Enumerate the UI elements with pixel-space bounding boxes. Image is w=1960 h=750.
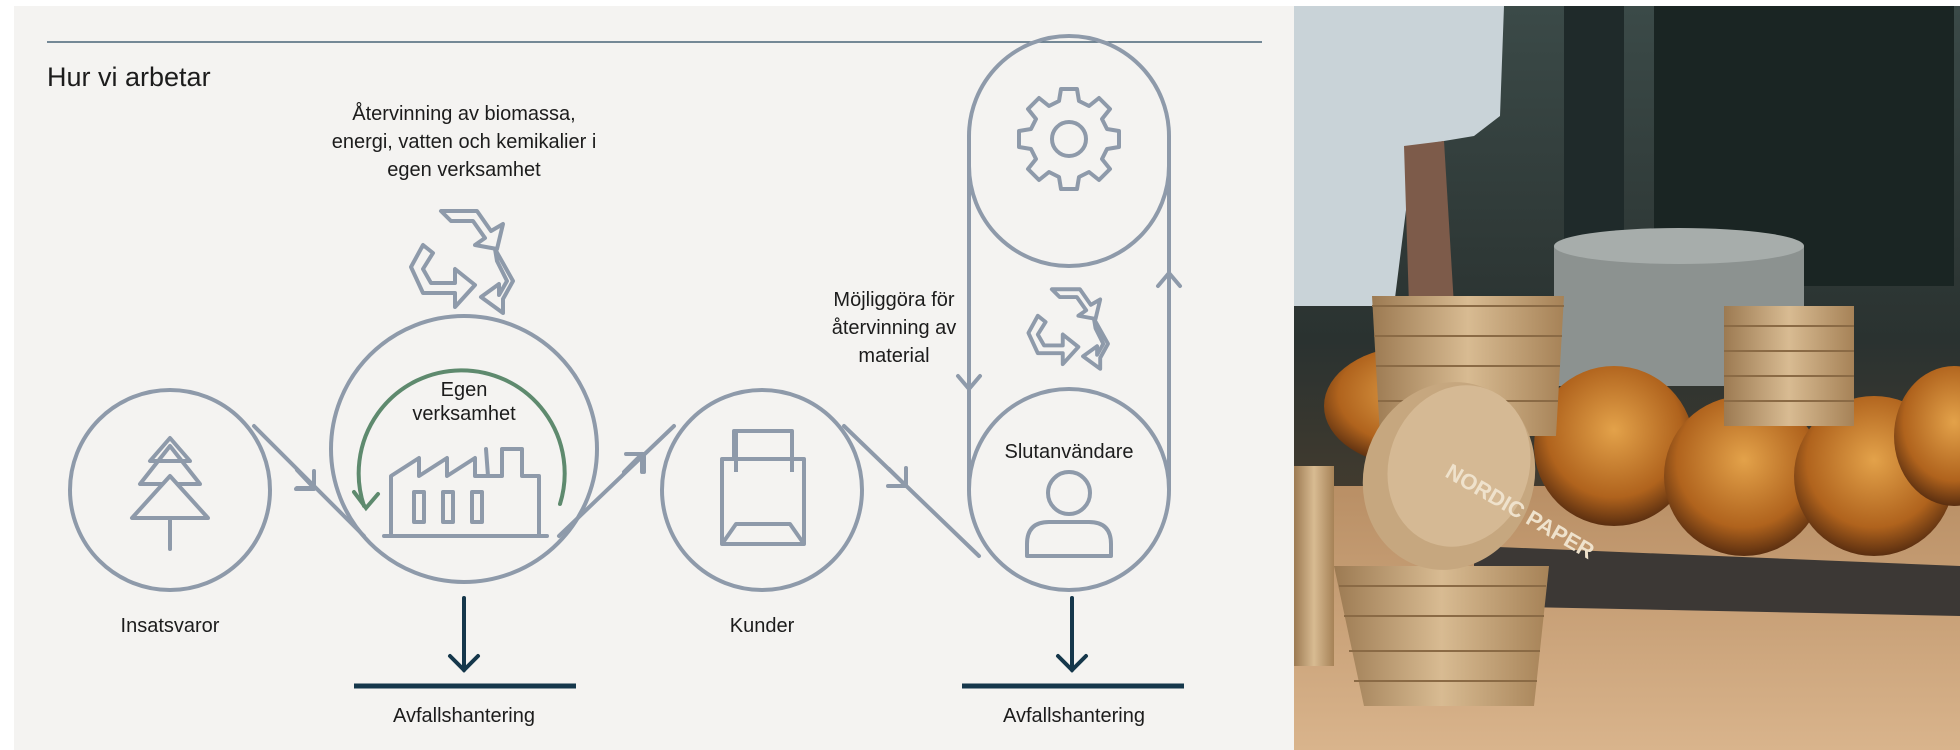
waste-arrow-2 [962, 596, 1184, 689]
person-icon [1025, 470, 1113, 558]
down-arrow-left [956, 374, 982, 391]
label-end-users: Slutanvändare [1004, 441, 1134, 463]
tree-icon [130, 436, 210, 551]
flow-line-2 [557, 424, 676, 538]
cycle-arrow-icon [352, 368, 567, 512]
up-arrow-right [1156, 271, 1182, 288]
flow-arrow-2b [624, 452, 646, 474]
recycle-icon-small [1026, 287, 1110, 371]
label-own-operations: Egen verksamhet [412, 379, 516, 425]
factory-icon [382, 447, 549, 538]
label-waste-2: Avfallshantering [1003, 705, 1145, 727]
label-waste-1: Avfallshantering [393, 705, 535, 727]
flow-arrow-3 [887, 467, 908, 488]
inputs-circle [68, 388, 272, 592]
flow-arrow-1b [294, 469, 316, 491]
end-user-stadium [967, 34, 1171, 592]
stadium-inner-top [967, 164, 1171, 268]
customers-circle [660, 388, 864, 592]
label-inputs: Insatsvaror [120, 615, 220, 637]
label-enable-recycling: Möjliggöra för återvinning av material [831, 289, 957, 367]
flow-arrow-3b [886, 466, 908, 488]
label-customers: Kunder [729, 615, 795, 637]
label-recycling-own: Återvinning av biomassa, energi, vatten … [331, 103, 597, 181]
gear-icon [1017, 87, 1121, 191]
page-title: Hur vi arbetar [47, 62, 211, 92]
process-diagram [47, 34, 1262, 689]
waste-arrow-1 [354, 596, 576, 689]
product-photo: NORDIC PAPER [1294, 6, 1960, 750]
bakery-photo-illustration: NORDIC PAPER [1294, 6, 1960, 750]
flow-arrow-1 [295, 468, 316, 490]
flow-arrow-2 [622, 452, 644, 474]
own-operations-circle [329, 314, 599, 584]
diagram-panel: Hur vi arbetar Återvinning av biomassa, … [14, 6, 1294, 750]
end-user-circle-top [967, 387, 1171, 491]
recycle-icon [409, 209, 515, 315]
shopping-bag-icon [720, 429, 806, 546]
flow-line-3 [842, 424, 981, 558]
